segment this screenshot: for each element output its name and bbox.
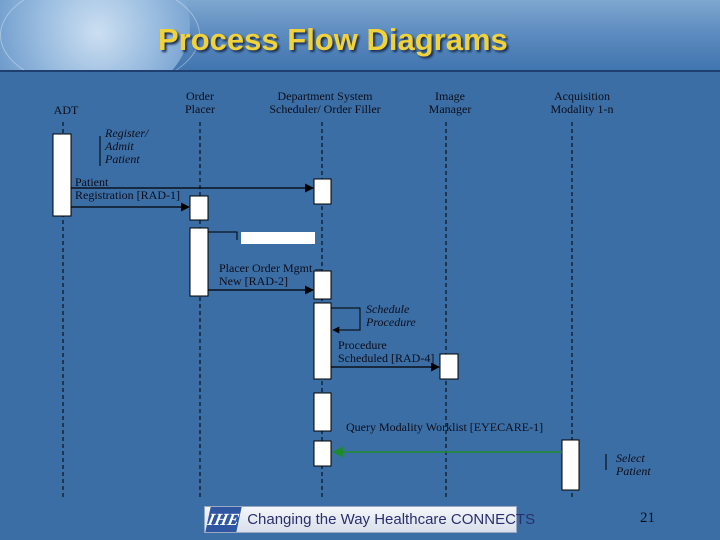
activation-dss-of-3 <box>313 302 332 380</box>
footer-tagline: Changing the Way Healthcare CONNECTS <box>247 511 536 528</box>
activation-image-manager <box>439 353 459 380</box>
ihe-logo-mark: IHE <box>205 507 242 532</box>
schedule-procedure-loop <box>331 307 361 334</box>
page-number: 21 <box>640 510 655 526</box>
activation-dss-of-1 <box>313 178 332 205</box>
footer-logo-banner: IHE Changing the Way Healthcare CONNECTS <box>204 506 535 533</box>
note-select-patient: Select Patient <box>616 451 651 478</box>
activation-acquisition-modality <box>561 439 580 491</box>
globe-gridline <box>0 0 200 72</box>
sequence-diagram: ADT Order Placer Department System Sched… <box>0 72 720 504</box>
msg-placer-order-mgmt: Placer Order Mgmt – New [RAD-2] <box>219 261 322 288</box>
msg-procedure-scheduled: Procedure Scheduled [RAD-4] <box>338 338 435 365</box>
activation-dss-of-4 <box>313 392 332 432</box>
note-schedule-procedure: Schedule Procedure <box>366 302 416 329</box>
activation-order-placer-2 <box>189 227 209 297</box>
msg-query-modality-worklist: Query Modality Worklist [EYECARE-1] <box>346 420 544 434</box>
blank-label-box <box>241 232 315 244</box>
sequence-diagram-svg <box>52 122 607 500</box>
activation-dss-of-5 <box>313 440 332 467</box>
slide-title: Process Flow Diagrams <box>158 22 508 57</box>
actor-adt-label: ADT <box>53 103 79 117</box>
header-rule <box>0 70 720 72</box>
order-placer-bracket <box>208 231 238 240</box>
actor-acquisition-modality-label: Acquisition Modality 1-n <box>550 89 614 116</box>
activation-order-placer-1 <box>189 195 209 221</box>
slide-header: Process Flow Diagrams <box>0 0 720 72</box>
actor-dss-of-label: Department System Scheduler/ Order Fille… <box>269 89 381 116</box>
activation-dss-of-2 <box>313 270 332 300</box>
note-register-admit-patient: Register/ Admit Patient <box>105 126 149 166</box>
activation-adt <box>52 133 72 217</box>
actor-order-placer-label: Order Placer <box>185 89 215 116</box>
msg-patient-registration: Patient Registration [RAD-1] <box>75 175 180 202</box>
actor-image-manager-label: Image Manager <box>428 89 472 116</box>
